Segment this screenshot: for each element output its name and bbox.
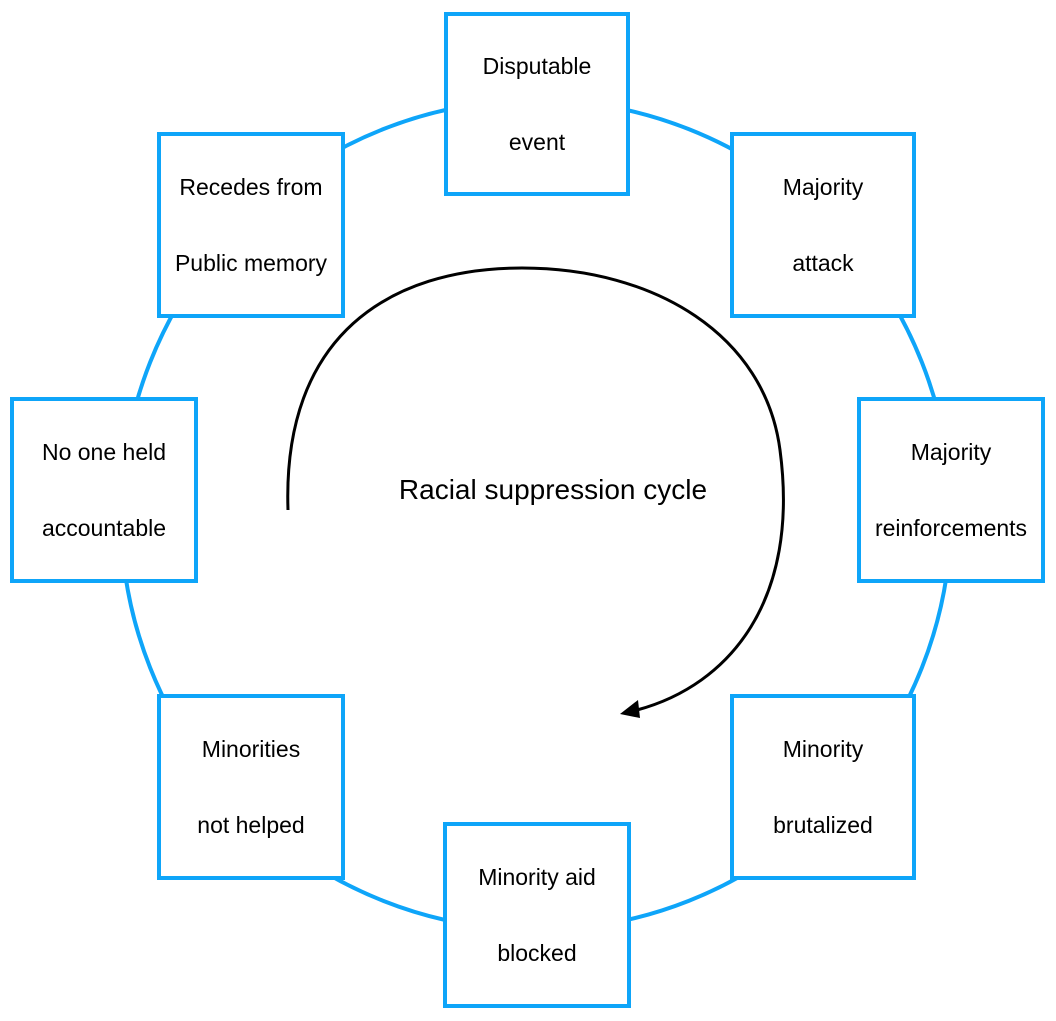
node-label-line1: No one held: [41, 439, 167, 465]
node-recedes-from-public-memory: Recedes from Public memory: [157, 132, 345, 318]
node-label-line1: Majority: [782, 174, 864, 200]
node-label-line2: accountable: [41, 515, 167, 541]
node-label-line1: Minority aid: [478, 864, 596, 890]
node-label-line1: Minority: [782, 736, 864, 762]
node-label-line1: Disputable: [482, 53, 592, 79]
node-minority-aid-blocked: Minority aid blocked: [443, 822, 631, 1008]
node-label-line2: Public memory: [174, 250, 328, 276]
node-minority-brutalized: Minority brutalized: [730, 694, 916, 880]
node-label-line2: event: [508, 129, 566, 155]
node-majority-reinforcements: Majority reinforcements: [857, 397, 1045, 583]
node-majority-attack: Majority attack: [730, 132, 916, 318]
node-label-line2: reinforcements: [874, 515, 1028, 541]
node-minorities-not-helped: Minorities not helped: [157, 694, 345, 880]
node-label-line2: blocked: [497, 940, 577, 966]
node-label-line2: attack: [792, 250, 854, 276]
node-label-line2: not helped: [197, 812, 305, 838]
node-no-one-held-accountable: No one held accountable: [10, 397, 198, 583]
node-label-line1: Minorities: [201, 736, 301, 762]
node-label-line1: Recedes from: [179, 174, 323, 200]
node-label-line1: Majority: [910, 439, 992, 465]
node-label-line2: brutalized: [773, 812, 873, 838]
cycle-arrow-curve: [286, 266, 785, 712]
diagram-title: Racial suppression cycle: [398, 474, 708, 505]
node-disputable-event: Disputable event: [444, 12, 630, 196]
cycle-arrowhead: [620, 700, 640, 718]
